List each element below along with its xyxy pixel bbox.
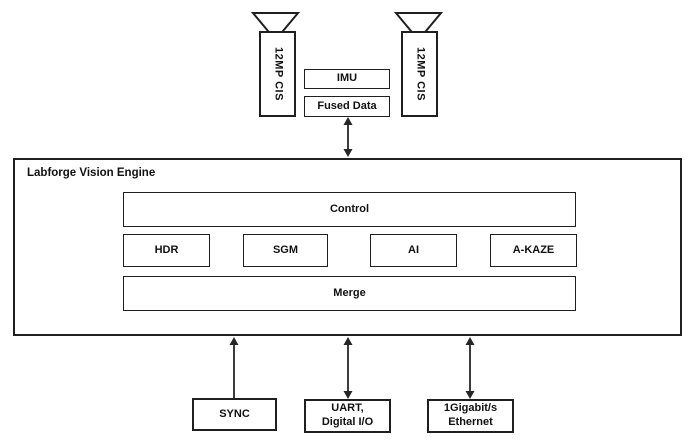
sgm-block: SGM bbox=[243, 234, 328, 267]
ethernet-label-line2: Ethernet bbox=[448, 416, 493, 428]
ai-label: AI bbox=[408, 243, 419, 256]
akaze-block: A-KAZE bbox=[490, 234, 577, 267]
ethernet-engine-arrow bbox=[465, 337, 475, 399]
ethernet-label-line1: 1Gigabit/s bbox=[443, 402, 498, 415]
imu-block: IMU bbox=[304, 69, 390, 89]
hdr-label: HDR bbox=[154, 243, 179, 256]
control-label: Control bbox=[329, 202, 370, 215]
sync-block: SYNC bbox=[192, 398, 277, 431]
imu-label: IMU bbox=[336, 72, 358, 85]
uart-engine-arrow bbox=[343, 337, 353, 399]
uart-label-line2: Digital I/O bbox=[321, 416, 374, 428]
camera-right-label: 12MP CIS bbox=[414, 47, 427, 101]
sync-label: SYNC bbox=[219, 407, 250, 420]
ai-block: AI bbox=[370, 234, 457, 267]
hdr-block: HDR bbox=[123, 234, 210, 267]
vision-engine-title: Labforge Vision Engine bbox=[27, 167, 156, 179]
merge-label: Merge bbox=[333, 286, 366, 299]
camera-left-block: 12MP CIS bbox=[259, 31, 296, 117]
uart-label-line1: UART, bbox=[331, 402, 364, 415]
fused-data-label: Fused Data bbox=[317, 99, 377, 112]
camera-right-block: 12MP CIS bbox=[401, 31, 438, 117]
sync-engine-arrow bbox=[229, 337, 239, 398]
akaze-label: A-KAZE bbox=[512, 243, 555, 256]
camera-left-label: 12MP CIS bbox=[272, 47, 285, 101]
fused-data-block: Fused Data bbox=[304, 96, 390, 117]
ethernet-block: 1Gigabit/s Ethernet bbox=[427, 399, 514, 433]
uart-label: UART, Digital I/O bbox=[322, 402, 373, 430]
fused-data-engine-arrow bbox=[343, 117, 353, 157]
merge-block: Merge bbox=[123, 276, 576, 311]
uart-block: UART, Digital I/O bbox=[304, 399, 391, 433]
ethernet-label: 1Gigabit/s Ethernet bbox=[444, 402, 497, 430]
control-block: Control bbox=[123, 192, 576, 227]
sgm-label: SGM bbox=[272, 243, 299, 256]
